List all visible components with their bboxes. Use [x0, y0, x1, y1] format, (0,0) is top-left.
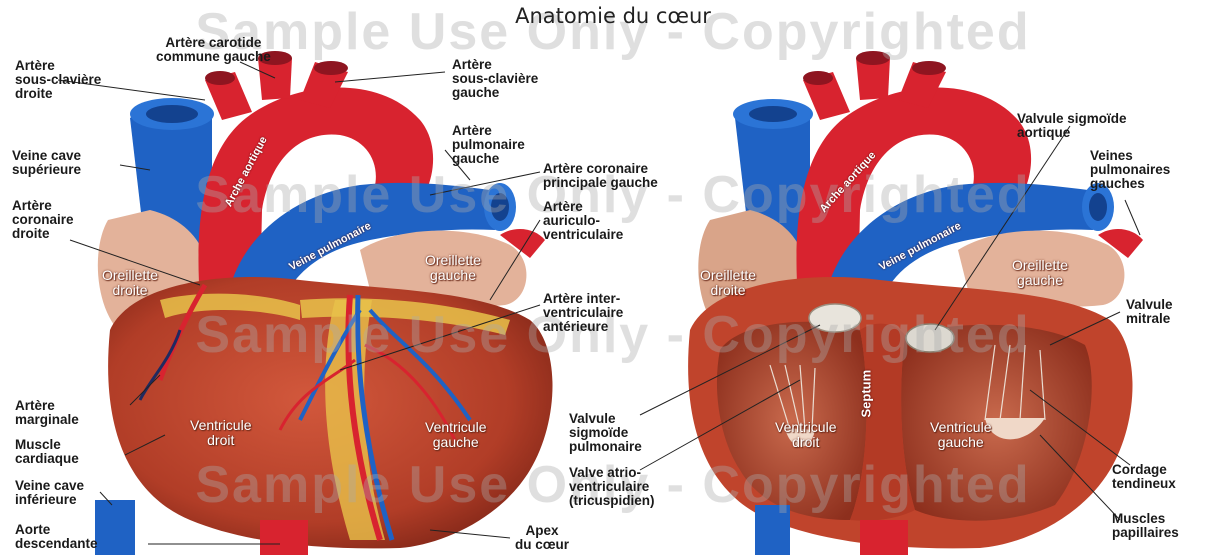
label-apex: Apex du cœur	[515, 524, 569, 552]
label-descending-aorta: Aorte descendante	[15, 523, 98, 551]
organ-right-atrium-left: Oreillette droite	[102, 268, 158, 298]
label-pulmonary-valve: Valvule sigmoïde pulmonaire	[569, 412, 642, 454]
label-superior-vena-cava: Veine cave supérieure	[12, 149, 81, 177]
label-mitral-valve: Valvule mitrale	[1126, 298, 1173, 326]
label-left-subclavian-artery: Artère sous-clavière gauche	[452, 58, 538, 100]
organ-left-ventricle-left: Ventricule gauche	[425, 420, 486, 450]
pulmonary-valve-leaflets	[809, 304, 861, 332]
descending-aorta-vessel	[260, 520, 308, 555]
organ-septum: Septum	[859, 370, 874, 418]
label-anterior-interventricular-artery: Artère inter- ventriculaire antérieure	[543, 292, 623, 334]
label-right-coronary-artery: Artère coronaire droite	[12, 199, 74, 241]
organ-right-ventricle-left: Ventricule droit	[190, 418, 251, 448]
label-left-carotid-artery: Artère carotide commune gauche	[156, 36, 271, 64]
label-left-main-coronary-artery: Artère coronaire principale gauche	[543, 162, 658, 190]
figure-title: Anatomie du cœur	[0, 4, 1226, 28]
label-cardiac-muscle: Muscle cardiaque	[15, 438, 79, 466]
label-left-pulmonary-veins: Veines pulmonaires gauches	[1090, 149, 1170, 191]
organ-left-atrium-right: Oreillette gauche	[1012, 258, 1068, 288]
organ-right-ventricle-right: Ventricule droit	[775, 420, 836, 450]
label-marginal-artery: Artère marginale	[15, 399, 79, 427]
organ-left-ventricle-right: Ventricule gauche	[930, 420, 991, 450]
label-left-pulmonary-artery: Artère pulmonaire gauche	[452, 124, 525, 166]
label-aortic-valve: Valvule sigmoïde aortique	[1017, 112, 1127, 140]
label-chordae-tendineae: Cordage tendineux	[1112, 463, 1176, 491]
inferior-vena-cava	[95, 500, 135, 555]
aortic-valve-leaflets	[906, 324, 954, 352]
label-papillary-muscles: Muscles papillaires	[1112, 512, 1179, 540]
label-inferior-vena-cava: Veine cave inférieure	[15, 479, 84, 507]
label-tricuspid-valve: Valve atrio- ventriculaire (tricuspidien…	[569, 466, 655, 508]
label-right-subclavian-artery: Artère sous-clavière droite	[15, 59, 101, 101]
label-atrioventricular-artery: Artère auriculo- ventriculaire	[543, 200, 623, 242]
organ-left-atrium-left: Oreillette gauche	[425, 253, 481, 283]
organ-right-atrium-right: Oreillette droite	[700, 268, 756, 298]
